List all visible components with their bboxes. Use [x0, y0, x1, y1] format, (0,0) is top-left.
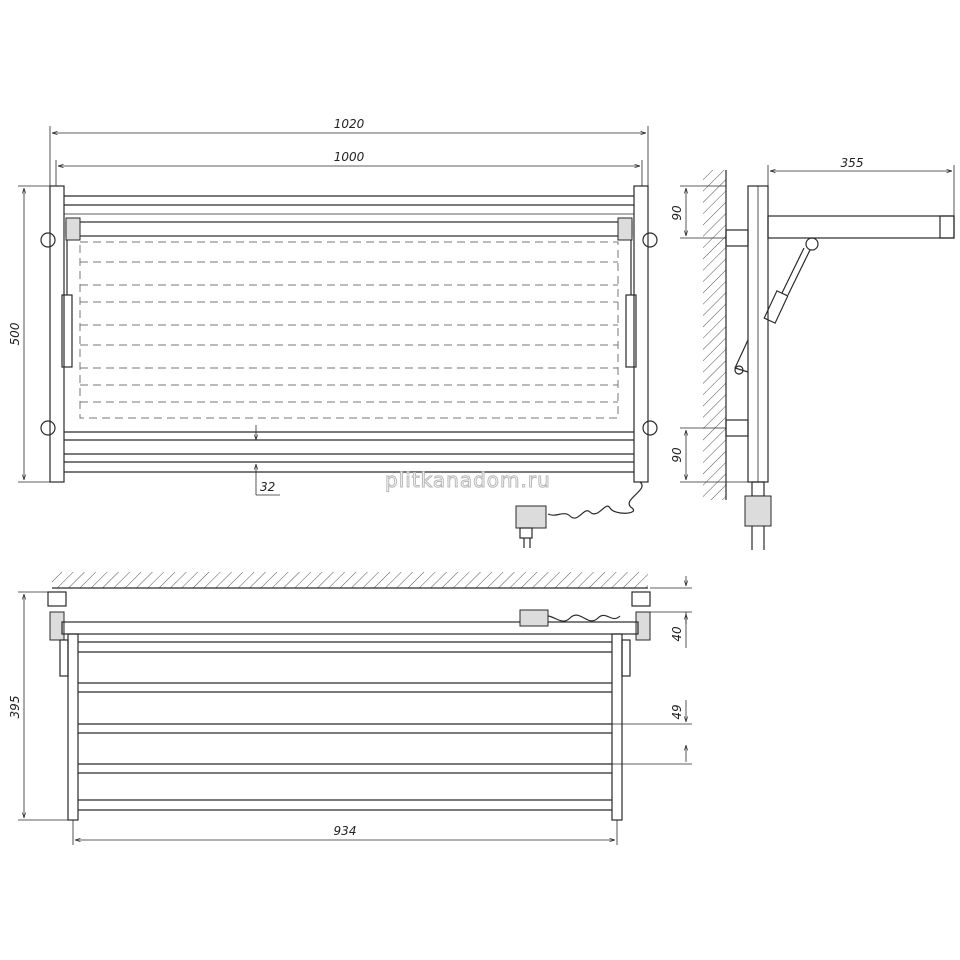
side-view: 355 90 90 — [670, 156, 955, 550]
dim-side-depth: 355 — [841, 156, 864, 170]
left-post — [49, 185, 65, 483]
mount-bottom-right — [642, 420, 658, 436]
dim-height: 500 — [8, 322, 22, 345]
side-plug — [744, 495, 772, 527]
plan-wall-hatch — [52, 572, 648, 588]
mount-top-left — [40, 232, 56, 248]
plan-view: 395 40 49 934 — [8, 572, 692, 845]
right-post — [633, 185, 649, 483]
folded-rack-outline — [79, 241, 619, 419]
upper-frame — [65, 221, 633, 237]
power-plug — [515, 505, 547, 529]
front-view: 1020 1000 500 32 — [8, 117, 658, 548]
plan-outer-frame — [61, 621, 639, 635]
dim-bracket-bottom: 90 — [670, 447, 684, 463]
plan-cable — [539, 614, 621, 622]
shelf-arm — [767, 215, 955, 239]
dim-bottom-gap: 32 — [260, 480, 275, 494]
dim-inner-width: 1000 — [334, 150, 365, 164]
dim-bracket-top: 90 — [670, 205, 684, 221]
dim-total-width: 1020 — [334, 117, 365, 131]
dim-bar-pitch: 49 — [670, 704, 684, 719]
dim-bar-length: 934 — [334, 824, 357, 838]
mount-bottom-left — [40, 420, 56, 436]
watermark: plitkanadom.ru — [385, 468, 551, 492]
power-cable — [547, 481, 643, 519]
dim-plan-depth: 395 — [8, 696, 22, 719]
wall-hatch — [703, 170, 726, 500]
mount-top-right — [642, 232, 658, 248]
dim-plan-offset: 40 — [670, 626, 684, 642]
